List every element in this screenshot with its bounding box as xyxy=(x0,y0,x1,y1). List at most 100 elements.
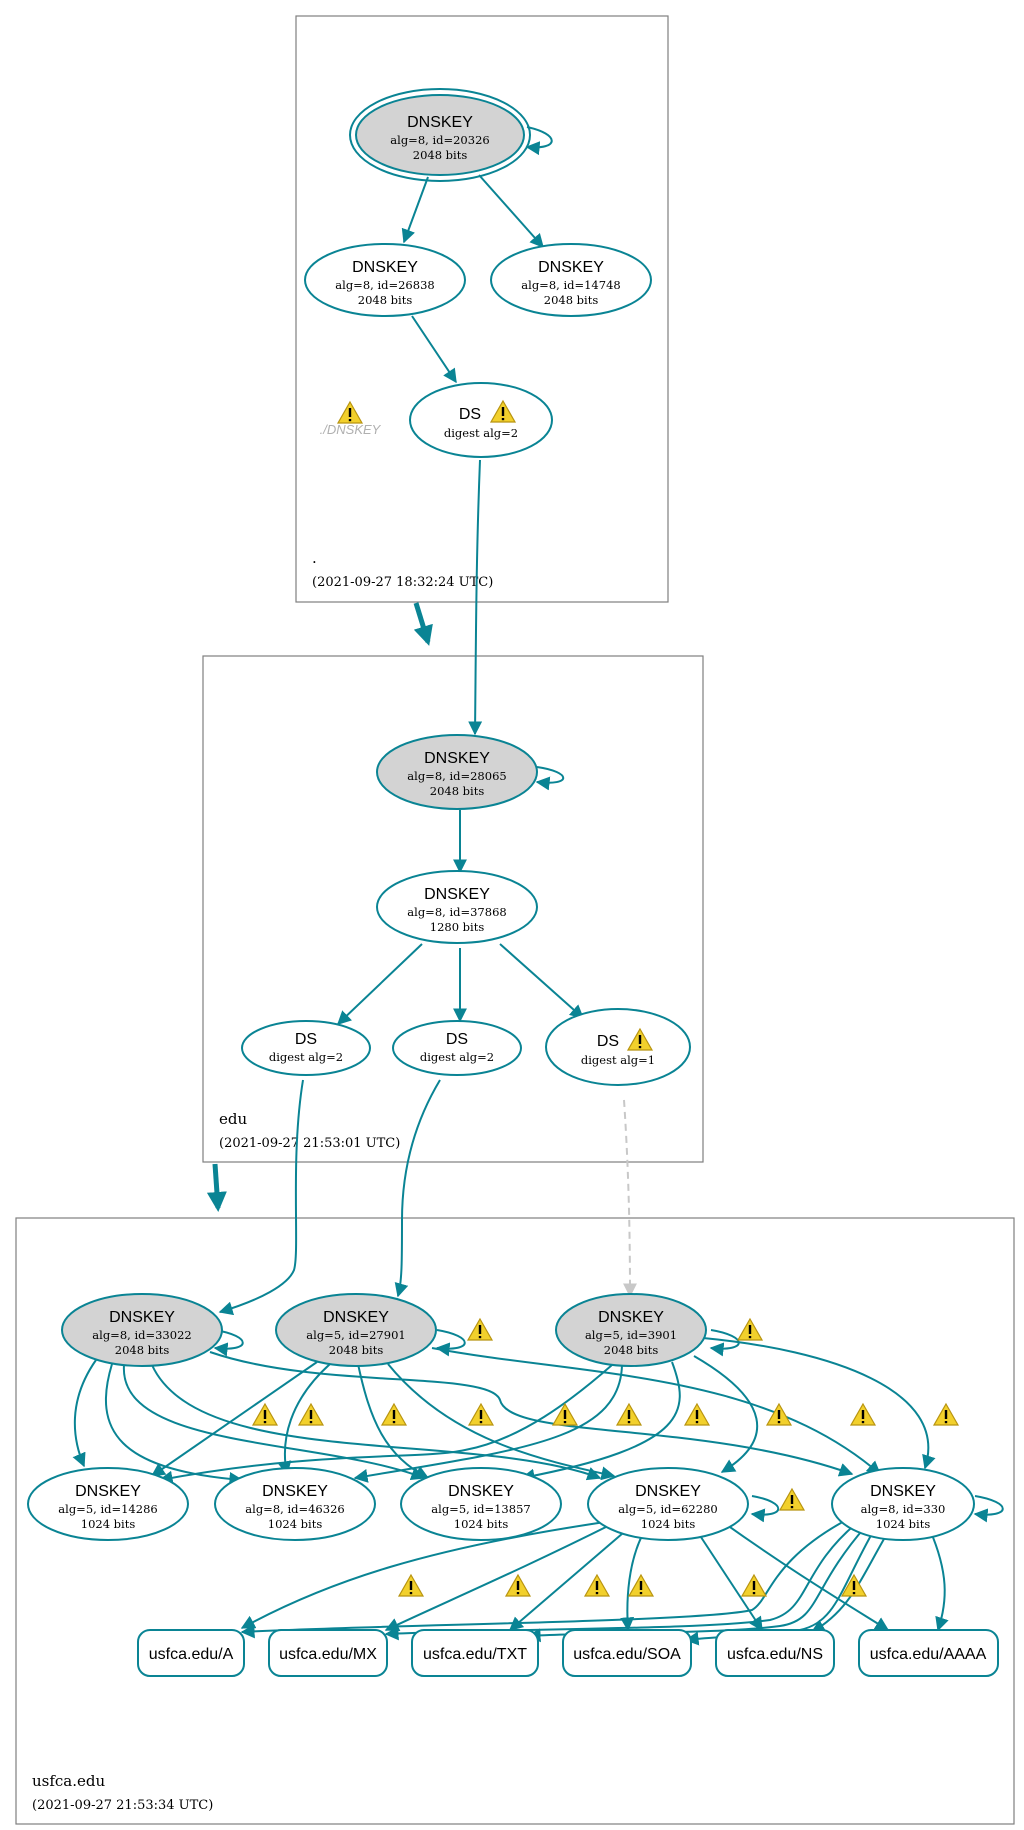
edge-root-ds-to-edu-ksk xyxy=(468,459,483,736)
usfca-dnskey-27901-node[interactable]: DNSKEY alg=5, id=27901 2048 bits xyxy=(275,1293,437,1367)
rrset-label: usfca.edu/AAAA xyxy=(870,1646,987,1663)
delegation-arrow-root-edu xyxy=(413,602,433,646)
node-title: DNSKEY xyxy=(424,886,490,903)
edge-edu-ds3-to-3901 xyxy=(622,1099,637,1298)
node-key-info: alg=5, id=62280 xyxy=(618,1502,717,1516)
node-title: DS xyxy=(295,1031,317,1048)
edge-warnings xyxy=(251,1317,960,1597)
edu-ds1-node[interactable]: DS digest alg=2 xyxy=(241,1020,371,1076)
node-title: DNSKEY xyxy=(75,1483,141,1500)
root-ds-node[interactable]: DS digest alg=2 xyxy=(409,382,553,458)
edu-ds3-node[interactable]: DS digest alg=1 xyxy=(545,1008,691,1086)
edge-edu-ksk-self xyxy=(535,766,565,791)
rrset-ns-node[interactable]: usfca.edu/NS xyxy=(715,1629,835,1677)
node-key-info: alg=8, id=33022 xyxy=(92,1328,191,1342)
edge-root-ksk-to-26838 xyxy=(401,176,429,244)
warning-icon xyxy=(840,1573,868,1597)
edge-33022-to-46326 xyxy=(104,1363,244,1486)
edge-3901-to-46326 xyxy=(353,1364,623,1483)
edge-27901-to-330 xyxy=(431,1347,882,1475)
usfca-dnskey-13857-node[interactable]: DNSKEY alg=5, id=13857 1024 bits xyxy=(400,1467,562,1541)
edge-root-ksk-self xyxy=(525,126,553,156)
node-title: DNSKEY xyxy=(323,1309,389,1326)
node-key-info: alg=8, id=46326 xyxy=(245,1502,344,1516)
node-key-info: alg=8, id=14748 xyxy=(521,278,620,292)
edge-330-to-A xyxy=(240,1517,851,1639)
warning-icon xyxy=(397,1573,425,1597)
warning-icon xyxy=(297,1402,325,1426)
edge-3901-to-330 xyxy=(702,1337,936,1470)
warning-icon xyxy=(551,1402,579,1426)
node-digest-info: digest alg=2 xyxy=(269,1050,343,1064)
node-title: DNSKEY xyxy=(598,1309,664,1326)
node-key-size: 2048 bits xyxy=(329,1343,384,1357)
edge-62280-to-AAAA xyxy=(719,1519,890,1631)
node-key-info: alg=5, id=27901 xyxy=(306,1328,405,1342)
rrset-a-node[interactable]: usfca.edu/A xyxy=(137,1629,245,1677)
warning-icon xyxy=(504,1573,532,1597)
node-title: DNSKEY xyxy=(538,259,604,276)
usfca-dnskey-3901-node[interactable]: DNSKEY alg=5, id=3901 2048 bits xyxy=(555,1293,707,1367)
warning-icon xyxy=(626,1027,654,1051)
warning-icon xyxy=(380,1402,408,1426)
edge-3901-to-14286 xyxy=(158,1364,613,1485)
warning-icon xyxy=(583,1573,611,1597)
edge-33022-self xyxy=(213,1329,244,1357)
usfca-dnskey-33022-node[interactable]: DNSKEY alg=8, id=33022 2048 bits xyxy=(61,1293,223,1367)
edge-root-26838-to-ds xyxy=(411,315,457,384)
rrset-label: usfca.edu/SOA xyxy=(573,1646,681,1663)
root-dnskey-14748-node[interactable]: DNSKEY alg=8, id=14748 2048 bits xyxy=(490,243,652,317)
warning-icon xyxy=(683,1402,711,1426)
edge-27901-to-13857 xyxy=(357,1363,430,1479)
node-digest-info: digest alg=1 xyxy=(581,1053,655,1067)
edu-dnskey-zsk-node[interactable]: DNSKEY alg=8, id=37868 1280 bits xyxy=(376,870,538,944)
node-digest-info: digest alg=2 xyxy=(420,1050,494,1064)
rrset-aaaa-node[interactable]: usfca.edu/AAAA xyxy=(858,1629,999,1677)
node-key-info: alg=8, id=26838 xyxy=(335,278,434,292)
usfca-dnskey-14286-node[interactable]: DNSKEY alg=5, id=14286 1024 bits xyxy=(27,1467,189,1541)
rrset-label: usfca.edu/NS xyxy=(727,1646,823,1663)
warning-icon xyxy=(615,1402,643,1426)
warning-icon xyxy=(467,1402,495,1426)
root-dnskey-26838-node[interactable]: DNSKEY alg=8, id=26838 2048 bits xyxy=(304,243,466,317)
edge-root-ksk-to-14748 xyxy=(478,174,544,249)
node-title: DS xyxy=(459,406,481,423)
node-title: DNSKEY xyxy=(870,1483,936,1500)
edu-ds2-node[interactable]: DS digest alg=2 xyxy=(392,1020,522,1076)
node-key-info: alg=8, id=330 xyxy=(861,1502,946,1516)
node-key-size: 1024 bits xyxy=(81,1517,136,1531)
edge-3901-to-62280 xyxy=(693,1355,759,1473)
absent-dnskey-label: ./DNSKEY xyxy=(320,422,382,437)
node-key-size: 2048 bits xyxy=(604,1343,659,1357)
node-key-info: alg=8, id=20326 xyxy=(390,133,489,147)
edge-62280-to-MX xyxy=(384,1523,613,1631)
warning-icon xyxy=(849,1402,877,1426)
warning-icon xyxy=(932,1402,960,1426)
usfca-dnskey-62280-node[interactable]: DNSKEY alg=5, id=62280 1024 bits xyxy=(587,1467,749,1541)
warning-icon xyxy=(627,1573,655,1597)
warning-icon xyxy=(251,1402,279,1426)
edge-27901-to-62280 xyxy=(387,1363,616,1481)
usfca-dnskey-46326-node[interactable]: DNSKEY alg=8, id=46326 1024 bits xyxy=(214,1467,376,1541)
rrset-soa-node[interactable]: usfca.edu/SOA xyxy=(562,1629,692,1677)
zone-root-label: . xyxy=(312,549,317,567)
warning-icon xyxy=(765,1402,793,1426)
usfca-dnskey-330-node[interactable]: DNSKEY alg=8, id=330 1024 bits xyxy=(831,1467,975,1541)
rrset-txt-node[interactable]: usfca.edu/TXT xyxy=(411,1629,539,1677)
node-title: DNSKEY xyxy=(448,1483,514,1500)
node-key-size: 1024 bits xyxy=(268,1517,323,1531)
warning-icon xyxy=(778,1487,806,1511)
node-digest-info: digest alg=2 xyxy=(444,426,518,440)
warning-icon xyxy=(489,399,517,423)
edu-dnskey-ksk-node[interactable]: DNSKEY alg=8, id=28065 2048 bits xyxy=(376,734,538,810)
root-dnskey-ksk-node[interactable]: DNSKEY alg=8, id=20326 2048 bits xyxy=(349,88,531,182)
edge-edu-zsk-to-ds1 xyxy=(336,943,423,1025)
rrset-label: usfca.edu/A xyxy=(149,1646,234,1663)
warning-icon xyxy=(740,1573,768,1597)
edge-33022-to-330 xyxy=(209,1351,854,1477)
rrset-mx-node[interactable]: usfca.edu/MX xyxy=(268,1629,388,1677)
zone-edu-label: edu xyxy=(219,1110,247,1128)
zone-usfca-timestamp: (2021-09-27 21:53:34 UTC) xyxy=(32,1798,213,1813)
node-title: DNSKEY xyxy=(262,1483,328,1500)
